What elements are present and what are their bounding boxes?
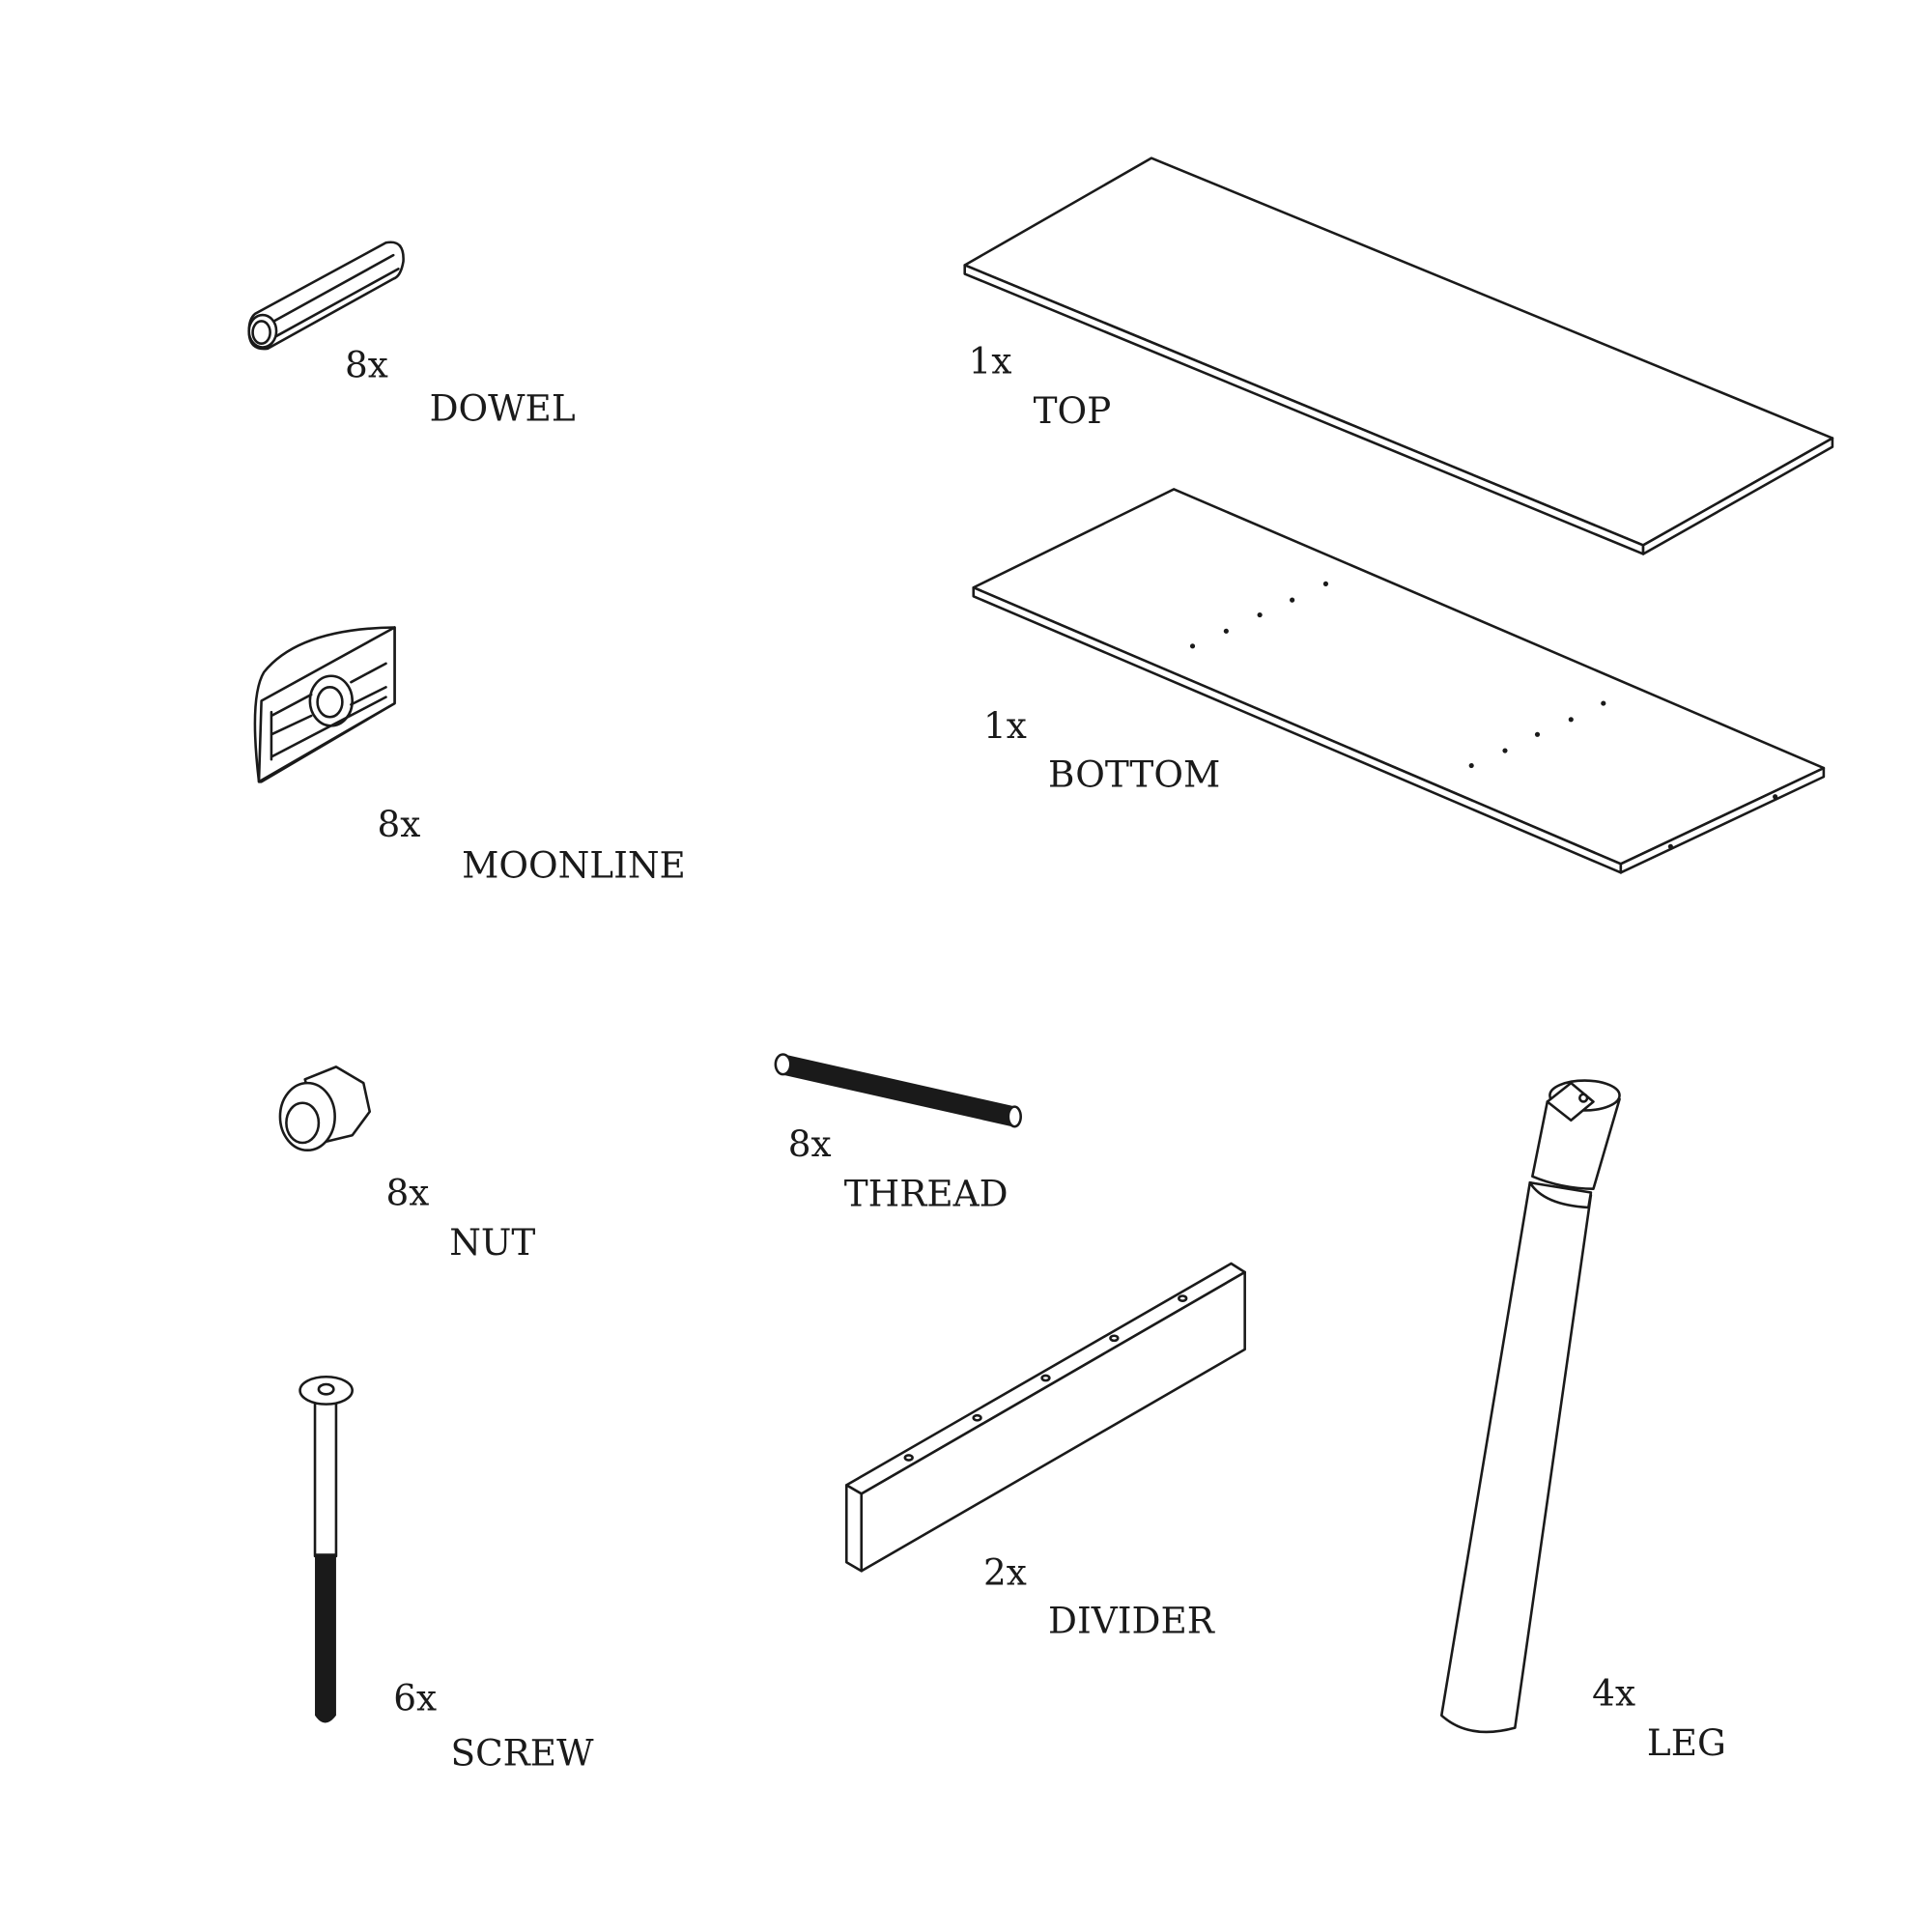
top-label: TOP	[1034, 389, 1112, 432]
moonline-label: MOONLINE	[462, 844, 686, 887]
thread-qty: 8x	[788, 1122, 832, 1165]
bottom-qty: 1x	[983, 704, 1027, 747]
divider-icon	[845, 1262, 1246, 1573]
screw-qty: 6x	[393, 1677, 437, 1719]
bottom-label: BOTTOM	[1048, 753, 1220, 795]
nut-qty: 8x	[385, 1171, 429, 1213]
dowel-icon	[247, 241, 405, 351]
nut-label: NUT	[449, 1221, 535, 1264]
moonline-icon	[253, 626, 396, 783]
thread-label: THREAD	[844, 1173, 1009, 1215]
leg-label: LEG	[1647, 1721, 1726, 1764]
leg-qty: 4x	[1592, 1671, 1635, 1714]
dowel-qty: 8x	[345, 343, 388, 385]
top-qty: 1x	[969, 340, 1012, 383]
moonline-qty: 8x	[377, 803, 420, 845]
bottom-panel-icon	[972, 488, 1826, 874]
nut-icon	[278, 1065, 372, 1152]
thread-rod-icon	[774, 1053, 1022, 1128]
top-panel-icon	[963, 156, 1834, 555]
leg-icon	[1439, 1079, 1621, 1734]
divider-label: DIVIDER	[1048, 1600, 1216, 1642]
screw-label: SCREW	[450, 1731, 594, 1774]
screw-icon	[298, 1375, 354, 1723]
divider-qty: 2x	[983, 1550, 1027, 1593]
dowel-label: DOWEL	[430, 387, 576, 430]
